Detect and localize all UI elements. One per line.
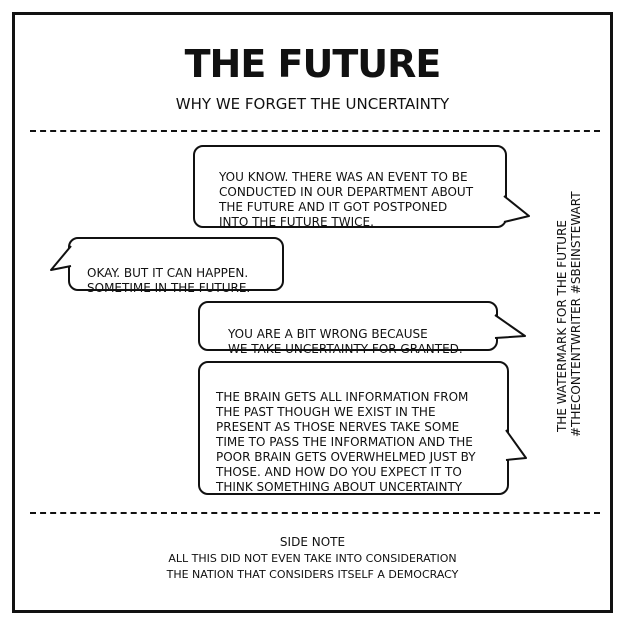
speech-bubble-1-text: YOU KNOW. THERE WAS AN EVENT TO BE CONDU…: [219, 170, 474, 229]
speech-bubble-4-text: THE BRAIN GETS ALL INFORMATION FROM THE …: [216, 390, 476, 494]
speech-bubble-3-tail: [494, 314, 526, 339]
speech-bubble-4-tail: [505, 429, 527, 461]
comic-title: THE FUTURE: [184, 42, 442, 86]
watermark-line-2: #THECONTENTWRITER #SBEINSTEWART: [569, 191, 583, 437]
speech-bubble-1: YOU KNOW. THERE WAS AN EVENT TO BE CONDU…: [193, 145, 507, 229]
speech-bubble-2-text: OKAY. BUT IT CAN HAPPEN. SOMETIME IN THE…: [87, 266, 251, 295]
watermark-line-1: THE WATERMARK FOR THE FUTURE: [555, 219, 569, 433]
side-note-title: SIDE NOTE: [279, 535, 346, 549]
comic-frame: [12, 12, 613, 613]
speech-bubble-2-tail: [50, 245, 72, 271]
speech-bubble-4: THE BRAIN GETS ALL INFORMATION FROM THE …: [198, 361, 509, 495]
speech-bubble-3: YOU ARE A BIT WRONG BECAUSE WE TAKE UNCE…: [198, 301, 498, 356]
speech-bubble-2: OKAY. BUT IT CAN HAPPEN. SOMETIME IN THE…: [68, 237, 284, 295]
speech-bubble-1-tail: [503, 195, 530, 223]
bottom-dashed-divider: [30, 512, 600, 514]
top-dashed-divider: [30, 130, 600, 132]
side-note-body: ALL THIS DID NOT EVEN TAKE INTO CONSIDER…: [166, 552, 459, 581]
comic-subtitle: WHY WE FORGET THE UNCERTAINTY: [175, 95, 450, 113]
speech-bubble-3-text: YOU ARE A BIT WRONG BECAUSE WE TAKE UNCE…: [228, 327, 463, 356]
